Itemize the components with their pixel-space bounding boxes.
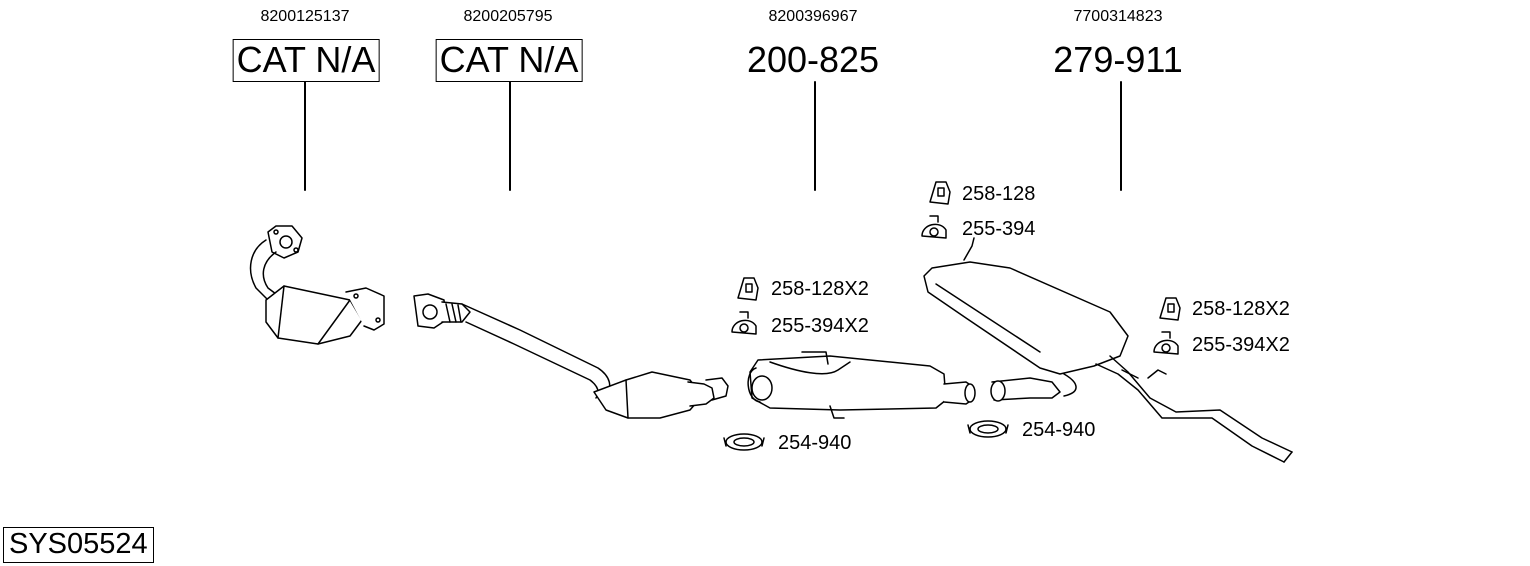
system-code: SYS05524 (3, 527, 154, 563)
fitting-label-mid-rubber: 255-394X2 (771, 315, 869, 337)
fitting-label-rear-bracket: 258-128 (962, 183, 1036, 205)
rubber-hanger-icon (731, 311, 757, 335)
mid-catalyst-part (413, 293, 729, 419)
oe-number-3: 8200396967 (768, 8, 858, 25)
clamp-icon (723, 433, 765, 451)
part-number-3: 200-825 (746, 39, 880, 80)
rubber-hanger-icon (1153, 331, 1179, 355)
rear-silencer-part (923, 237, 1293, 463)
leader-lines (304, 81, 1122, 191)
fitting-label-mid-bracket: 258-128X2 (771, 278, 869, 300)
fitting-label-tail-bracket: 258-128X2 (1192, 298, 1290, 320)
bracket-icon (1159, 297, 1181, 321)
bracket-icon (929, 181, 951, 205)
oe-number-1: 8200125137 (260, 8, 350, 25)
rubber-hanger-icon (921, 215, 947, 239)
fitting-label-clamp-front: 254-940 (778, 432, 852, 454)
bracket-icon (737, 277, 759, 301)
clamp-icon (967, 420, 1009, 438)
oe-number-4: 7700314823 (1073, 8, 1163, 25)
front-catalyst-part (249, 225, 385, 345)
part-number-2: CAT N/A (435, 39, 583, 82)
fitting-label-clamp-rear: 254-940 (1022, 419, 1096, 441)
part-number-4: 279-911 (1053, 39, 1183, 80)
part-number-1: CAT N/A (232, 39, 380, 82)
fitting-label-tail-rubber: 255-394X2 (1192, 334, 1290, 356)
oe-number-2: 8200205795 (463, 8, 553, 25)
center-silencer-part (747, 351, 976, 419)
fitting-label-rear-rubber: 255-394 (962, 218, 1036, 240)
